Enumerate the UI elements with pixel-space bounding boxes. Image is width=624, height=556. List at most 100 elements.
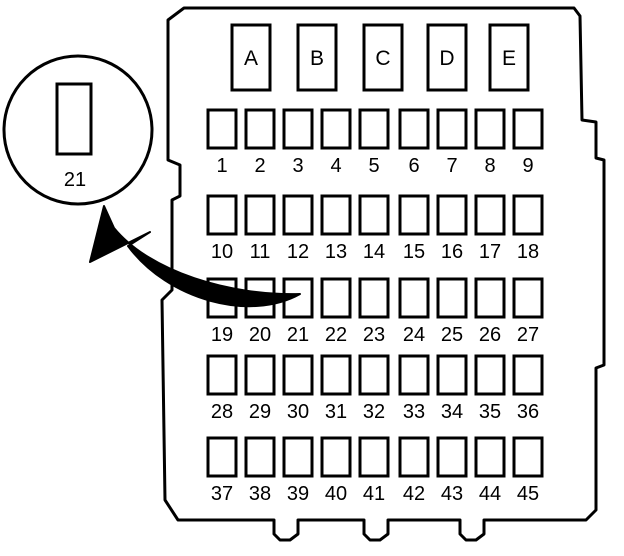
fuse-35-body xyxy=(474,354,506,396)
fuse-31-label: 31 xyxy=(325,401,347,423)
fuse-35-label: 35 xyxy=(479,401,501,423)
fuse-37-label: 37 xyxy=(211,483,233,505)
fuse-22-body xyxy=(320,277,352,319)
fuse-11-body xyxy=(244,194,276,236)
fuse-33: 33 xyxy=(398,354,430,423)
fuse-11: 11 xyxy=(244,194,276,263)
fuse-39-body xyxy=(282,436,314,478)
fuse-6: 6 xyxy=(398,108,430,177)
fuse-45-label: 45 xyxy=(517,483,539,505)
fuse-22-label: 22 xyxy=(325,324,347,346)
fuse-18-body xyxy=(512,194,544,236)
relay-b: B xyxy=(296,23,338,92)
fuse-box-outline xyxy=(160,6,606,542)
fuse-3-body xyxy=(282,108,314,150)
fuse-35: 35 xyxy=(474,354,506,423)
fuse-42-label: 42 xyxy=(403,483,425,505)
fuse-31-body xyxy=(320,354,352,396)
fuse-30-label: 30 xyxy=(287,401,309,423)
fuse-36-body xyxy=(512,354,544,396)
fuse-8-body xyxy=(474,108,506,150)
fuse-20-label: 20 xyxy=(249,324,271,346)
fuse-34-label: 34 xyxy=(441,401,463,423)
fuse-10-label: 10 xyxy=(211,241,233,263)
fuse-32: 32 xyxy=(358,354,390,423)
fuse-26-label: 26 xyxy=(479,324,501,346)
fuse-41-body xyxy=(358,436,390,478)
fuse-3: 3 xyxy=(282,108,314,177)
fuse-14: 14 xyxy=(358,194,390,263)
fuse-38-body xyxy=(244,436,276,478)
fuse-39: 39 xyxy=(282,436,314,505)
relay-b-body xyxy=(296,23,338,92)
fuse-4-label: 4 xyxy=(330,155,341,177)
fuse-9-label: 9 xyxy=(522,155,533,177)
relay-d-label: D xyxy=(439,47,454,70)
fuse-30: 30 xyxy=(282,354,314,423)
callout-fuse-body xyxy=(55,82,93,156)
fuse-14-label: 14 xyxy=(363,241,385,263)
fuse-21: 21 xyxy=(282,277,314,346)
fuse-26: 26 xyxy=(474,277,506,346)
fuse-42-body xyxy=(398,436,430,478)
fuse-29-body xyxy=(244,354,276,396)
fuse-20: 20 xyxy=(244,277,276,346)
fuse-5-body xyxy=(358,108,390,150)
fuse-31: 31 xyxy=(320,354,352,423)
fuse-15: 15 xyxy=(398,194,430,263)
fuse-25-body xyxy=(436,277,468,319)
fuse-1: 1 xyxy=(206,108,238,177)
fuse-9-body xyxy=(512,108,544,150)
fuse-13-label: 13 xyxy=(325,241,347,263)
fuse-3-label: 3 xyxy=(292,155,303,177)
relay-a-body xyxy=(230,23,272,92)
fuse-27: 27 xyxy=(512,277,544,346)
fuse-11-label: 11 xyxy=(250,241,271,263)
relay-d: D xyxy=(426,23,468,92)
relay-b-label: B xyxy=(310,47,324,70)
fuse-23: 23 xyxy=(358,277,390,346)
fuse-18-label: 18 xyxy=(517,241,539,263)
fuse-37: 37 xyxy=(206,436,238,505)
fuse-24-body xyxy=(398,277,430,319)
fuse-13: 13 xyxy=(320,194,352,263)
fuse-34: 34 xyxy=(436,354,468,423)
fuse-29-label: 29 xyxy=(249,401,271,423)
fuse-33-body xyxy=(398,354,430,396)
relay-c-label: C xyxy=(375,47,390,70)
fuse-28-label: 28 xyxy=(211,401,233,423)
relay-e: E xyxy=(488,23,530,92)
fuse-42: 42 xyxy=(398,436,430,505)
fuse-7-label: 7 xyxy=(446,155,457,177)
fuse-9: 9 xyxy=(512,108,544,177)
fuse-28: 28 xyxy=(206,354,238,423)
fuse-26-body xyxy=(474,277,506,319)
fuse-17-body xyxy=(474,194,506,236)
fuse-21-callout: 21 xyxy=(2,54,154,206)
fuse-16: 16 xyxy=(436,194,468,263)
fuse-30-body xyxy=(282,354,314,396)
fuse-2: 2 xyxy=(244,108,276,177)
fuse-5: 5 xyxy=(358,108,390,177)
fuse-40-body xyxy=(320,436,352,478)
fuse-41-label: 41 xyxy=(363,483,385,505)
fuse-12-label: 12 xyxy=(287,241,309,263)
fuse-1-label: 1 xyxy=(216,155,227,177)
fuse-21-label: 21 xyxy=(287,324,309,346)
fuse-36: 36 xyxy=(512,354,544,423)
relay-c-body xyxy=(362,23,404,92)
fuse-43-body xyxy=(436,436,468,478)
fuse-33-label: 33 xyxy=(403,401,425,423)
fuse-44-body xyxy=(474,436,506,478)
fuse-6-body xyxy=(398,108,430,150)
fuse-28-body xyxy=(206,354,238,396)
fuse-40-label: 40 xyxy=(325,483,347,505)
fuse-25-label: 25 xyxy=(441,324,463,346)
fuse-8: 8 xyxy=(474,108,506,177)
fuse-5-label: 5 xyxy=(368,155,379,177)
fuse-12: 12 xyxy=(282,194,314,263)
fuse-6-label: 6 xyxy=(408,155,419,177)
fuse-22: 22 xyxy=(320,277,352,346)
fuse-36-label: 36 xyxy=(517,401,539,423)
